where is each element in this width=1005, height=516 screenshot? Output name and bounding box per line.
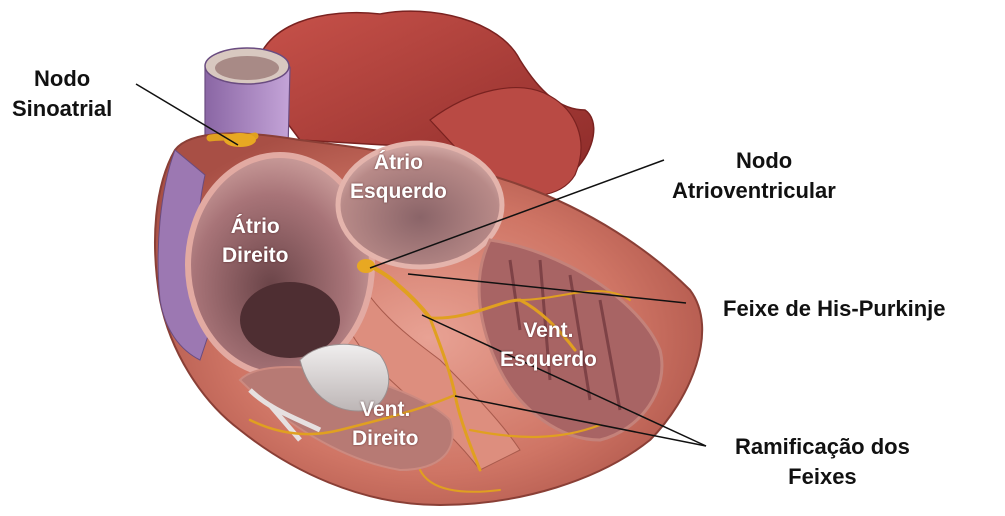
label-bundle-branches: Ramificação dos Feixes (735, 432, 910, 492)
label-line: Átrio (222, 212, 289, 241)
label-line: Atrioventricular (672, 176, 836, 206)
label-line: Esquerdo (350, 177, 447, 206)
label-line: Vent. (352, 395, 419, 424)
label-line: Nodo (12, 64, 112, 94)
label-line: Esquerdo (500, 345, 597, 374)
label-sinoatrial-node: Nodo Sinoatrial (12, 64, 112, 124)
label-left-atrium: Átrio Esquerdo (350, 148, 447, 206)
label-line: Sinoatrial (12, 94, 112, 124)
label-right-atrium: Átrio Direito (222, 212, 289, 270)
label-line: Ramificação dos (735, 432, 910, 462)
label-line: Vent. (500, 316, 597, 345)
label-line: Feixe de His-Purkinje (723, 294, 946, 324)
label-his-purkinje: Feixe de His-Purkinje (723, 294, 946, 324)
label-left-ventricle: Vent. Esquerdo (500, 316, 597, 374)
label-line: Direito (222, 241, 289, 270)
label-atrioventricular-node: Nodo Atrioventricular (672, 146, 836, 206)
label-line: Direito (352, 424, 419, 453)
label-line: Átrio (350, 148, 447, 177)
label-right-ventricle: Vent. Direito (352, 395, 419, 453)
atrioventricular-node-mark (357, 259, 375, 273)
label-line: Feixes (735, 462, 910, 492)
label-line: Nodo (672, 146, 836, 176)
